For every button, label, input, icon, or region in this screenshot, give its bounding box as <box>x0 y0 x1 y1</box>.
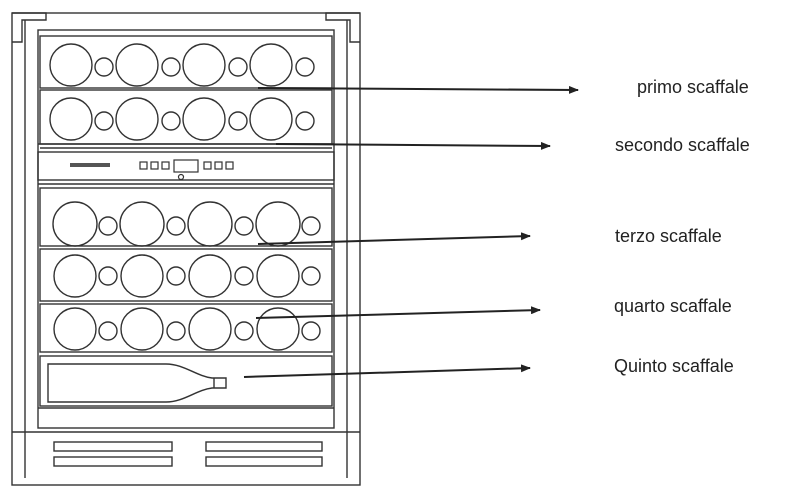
control-panel-buttons <box>70 159 234 181</box>
label-shelf-5: Quinto scaffale <box>614 356 734 376</box>
arrow-1 <box>257 85 579 94</box>
bottle-row-5 <box>53 307 321 351</box>
cabinet-inner-frame <box>37 29 335 429</box>
vent-slot-3 <box>205 441 323 452</box>
bottle-row-4 <box>53 254 321 298</box>
vent-slot-2 <box>53 456 173 467</box>
shelf-4 <box>39 248 333 302</box>
vent-slot-1 <box>53 441 173 452</box>
arrow-2 <box>275 141 551 150</box>
shelf-6 <box>39 355 333 407</box>
shelf-1 <box>39 35 333 89</box>
arrow-4 <box>255 306 541 319</box>
bottle-row-3 <box>52 201 321 247</box>
top-left-bracket <box>12 12 47 43</box>
cabinet <box>11 12 361 486</box>
shelf-5 <box>39 303 333 353</box>
lying-bottle <box>47 363 227 403</box>
shelf-3 <box>39 187 333 247</box>
label-shelf-2: secondo scaffale <box>615 135 750 155</box>
bottle-row-1 <box>49 43 315 87</box>
label-shelf-1: primo scaffale <box>637 77 749 97</box>
bottle-row-2 <box>49 97 315 141</box>
control-panel <box>37 151 335 181</box>
label-shelf-3: terzo scaffale <box>615 226 722 246</box>
top-right-bracket <box>325 12 360 43</box>
arrows <box>243 85 579 378</box>
arrow-3 <box>257 232 531 245</box>
vent-slot-4 <box>205 456 323 467</box>
label-shelf-4: quarto scaffale <box>614 296 732 316</box>
cabinet-outer-frame <box>11 12 361 486</box>
bottle-rows <box>47 43 321 403</box>
arrow-5 <box>243 364 531 378</box>
